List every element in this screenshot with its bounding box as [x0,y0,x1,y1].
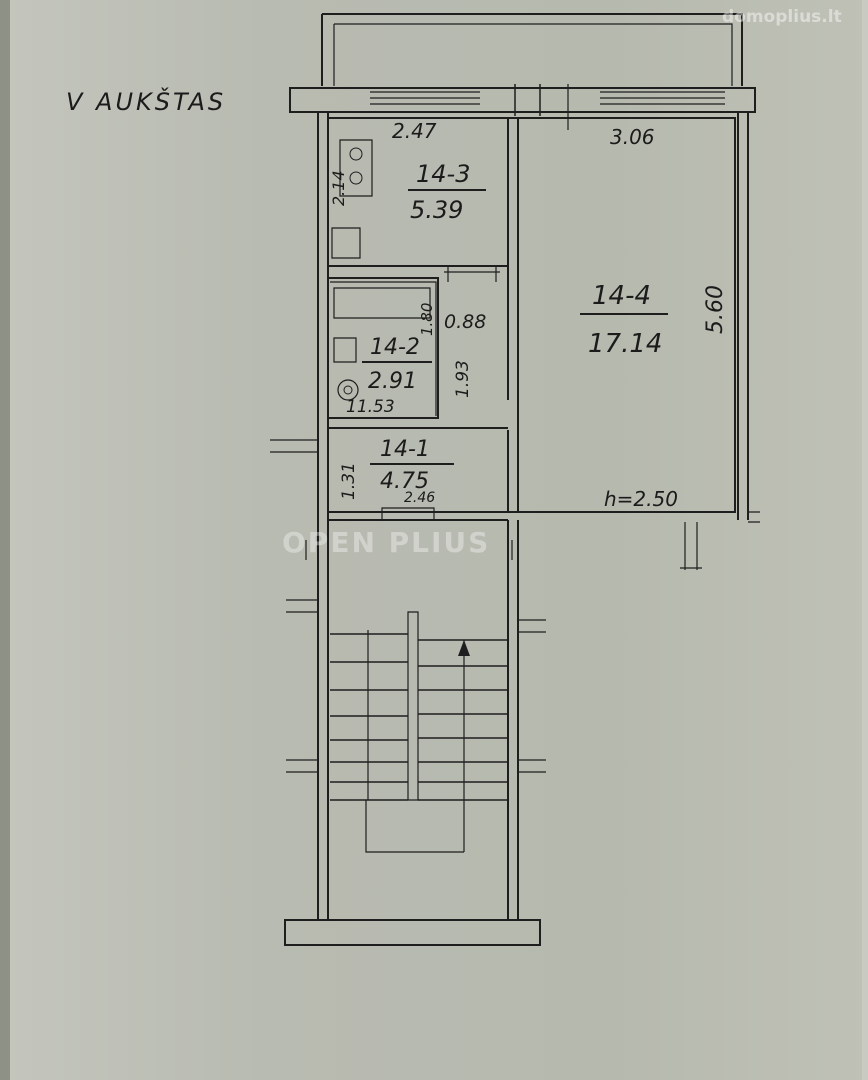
dim-room-width: 3.06 [610,125,655,149]
watermark-center: OPEN PLIUS [282,526,490,559]
stair-bottom-wall [284,919,541,946]
scan-edge-left [0,0,10,1080]
left-wall [317,112,329,520]
stair-stringer [407,611,419,801]
burner-1 [349,147,363,161]
balcony-inner [334,23,733,86]
stair-stub-4 [518,759,546,773]
room-area-kitchen: 5.39 [410,196,463,224]
kitchen-sink [331,227,361,259]
dim-kitchen-width: 2.47 [392,119,437,143]
stair-stub-1 [286,599,318,613]
room-area-hall: 4.75 [380,469,429,494]
kitchen-walls [328,117,509,267]
balcony-outline [322,13,743,86]
bathroom-walls [328,277,439,419]
right-flight-steps [418,639,508,801]
watermark-top: domoplius.lt [722,7,842,27]
walls [270,13,760,946]
room-id-bath: 14-2 [370,335,420,360]
toilet-inner [343,385,353,395]
room-id-kitchen: 14-3 [416,160,470,188]
dim-hall-depth: 1.31 [339,462,359,500]
stair-right-wall [507,520,519,920]
dim-hall-width: 2.46 [404,490,435,506]
entry-door [381,507,435,521]
dim-bath-width: 11.53 [346,397,395,417]
door-mark-kitchen [444,266,500,282]
scan-edge-right [862,0,868,1080]
dim-bath-length: 1.80 [418,303,436,336]
wall-stub-bottom [680,522,702,570]
toilet [337,379,359,401]
bathtub [333,287,431,319]
stair-landing [365,800,464,853]
wall-stub-right [748,511,760,523]
kitchen-window [370,91,480,105]
left-flight-steps [330,633,408,801]
partition [508,117,518,513]
hall-bottom-wall [328,511,508,521]
room-area-main: 17.14 [588,329,662,359]
burner-2 [349,171,363,185]
dim-corridor-width: 0.88 [444,311,486,333]
balcony-door [514,84,541,116]
partition-low [507,430,519,512]
stair-arrow-icon [458,640,470,656]
top-wall [289,87,756,113]
room-id-main: 14-4 [592,281,651,311]
ceiling-height: h=2.50 [604,487,678,511]
wall-stub-left [270,439,318,453]
stair-left-wall [317,520,329,920]
dim-room-length: 5.60 [703,285,728,334]
bath-sink [333,337,357,363]
right-wall [737,112,749,520]
room-window [600,91,725,105]
stair-stub-2 [518,619,546,633]
bathroom-inner [330,281,437,416]
room-id-hall: 14-1 [380,437,430,462]
dim-corridor-length: 1.93 [453,360,473,398]
floor-label: V AUKŠTAS [66,86,226,116]
stove [339,139,373,197]
room-area-bath: 2.91 [368,369,417,394]
dim-kitchen-depth: 2.14 [329,170,348,206]
stair-stub-3 [286,759,318,773]
stair-ticks [305,540,513,560]
partition-mid [507,266,519,400]
